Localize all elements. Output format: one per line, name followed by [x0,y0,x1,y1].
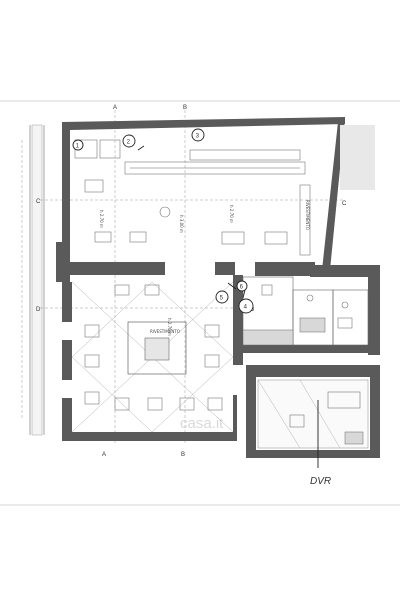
lower-right-room [257,379,369,449]
axis-label-a-bottom: A [102,452,106,458]
axis-label-b-bottom: B [181,452,185,458]
marker-4: 4 [238,298,254,314]
lower-room-layout: h 2.70 m RIVESTIMENTO [71,281,234,433]
axis-label-d-left: D [36,307,41,313]
marker-1-label: 1 [76,144,80,150]
marker-1: 1 [72,139,84,151]
walls [56,117,380,458]
upper-room-furniture: RIVESTIMENTO h 2.70 m h 3.00 m h 2.70 m [74,139,311,256]
svg-text:RIVESTIMENTO: RIVESTIMENTO [305,200,310,230]
axis-label-a-top: A [113,105,117,111]
redacted-patch [340,125,375,190]
axis-guides [40,110,345,445]
svg-text:h 3.00 m: h 3.00 m [179,215,184,233]
axis-label-c-right: C [342,201,347,207]
hand-arrows [137,145,246,299]
marker-3-label: 3 [196,134,200,140]
marker-5: 5 [215,290,229,304]
svg-text:h 2.70 m: h 2.70 m [99,210,104,228]
svg-text:RIVESTIMENTO: RIVESTIMENTO [150,329,180,334]
axis-label-d-right: D [250,307,255,313]
marker-2: 2 [122,134,136,148]
marker-6-label: 6 [240,285,244,291]
marker-6: 6 [236,280,248,292]
axis-label-b-top: B [183,105,187,111]
svg-text:h 2.70 m: h 2.70 m [167,318,172,336]
marker-2-label: 2 [127,140,131,146]
watermark: casa.it [180,415,224,432]
marker-5-label: 5 [220,296,224,302]
handwritten-note: DVR [310,476,331,487]
marker-3: 3 [191,128,205,142]
svg-text:h 2.70 m: h 2.70 m [229,205,234,223]
axis-label-c-left: C [36,199,41,205]
left-dimension-strip [21,124,45,436]
marker-4-label: 4 [244,305,248,311]
service-rooms [242,276,369,346]
